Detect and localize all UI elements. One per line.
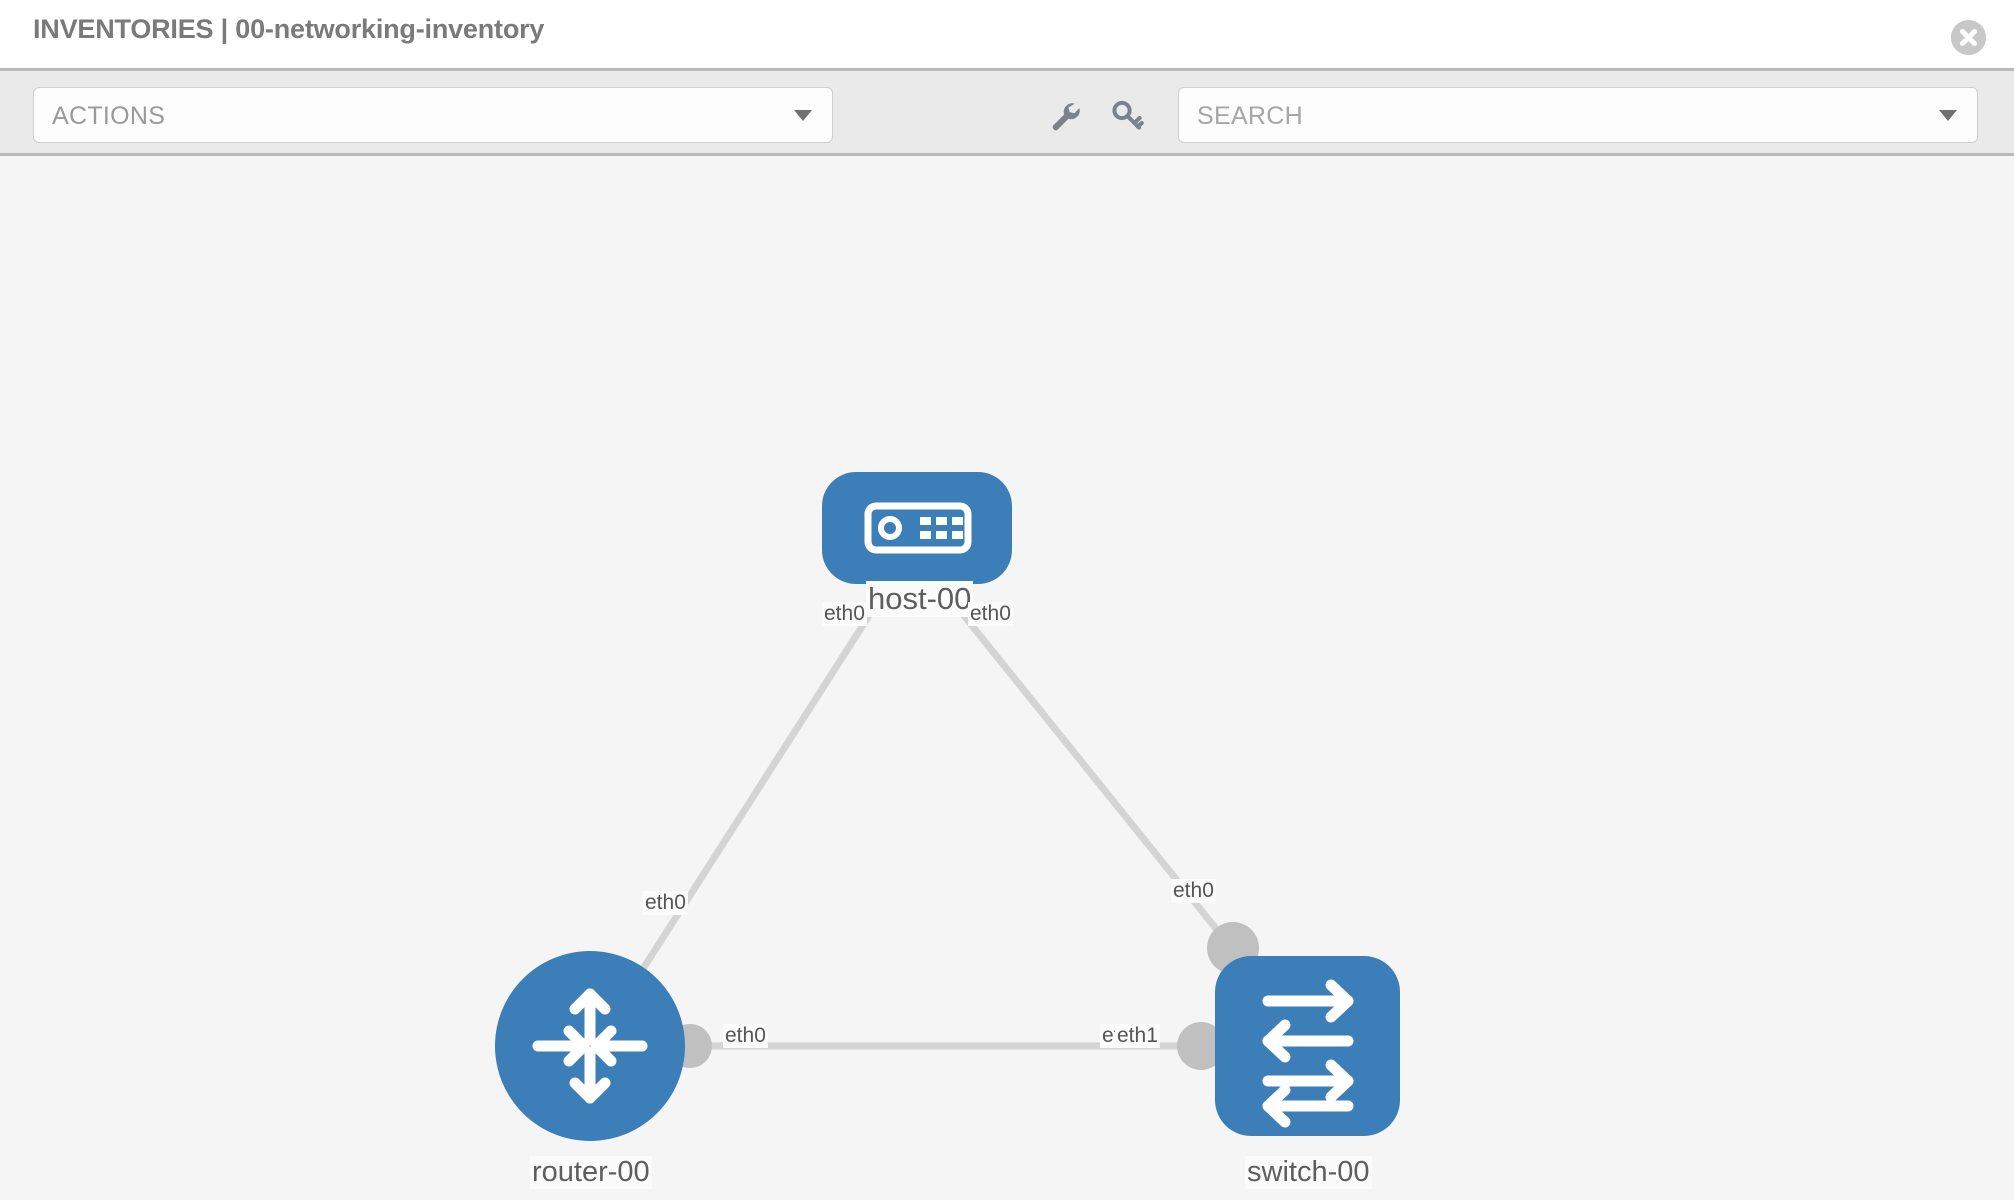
page-header: INVENTORIES | 00-networking-inventory	[0, 0, 2014, 68]
actions-dropdown-label: ACTIONS	[52, 102, 166, 130]
search-placeholder: SEARCH	[1197, 102, 1303, 130]
topology-canvas[interactable]: host-00 router-00 switch-00 eth0 eth0 et…	[0, 156, 2014, 1200]
interface-label-switch-upper: eth0	[1171, 879, 1216, 903]
server-icon	[864, 502, 972, 554]
toolbar: ACTIONS SEARCH	[0, 68, 2014, 156]
close-icon[interactable]	[1951, 20, 1986, 55]
wrench-icon[interactable]	[1046, 97, 1084, 135]
chevron-down-icon	[794, 110, 812, 121]
topology-node-router-00	[495, 951, 685, 1141]
interface-nubs	[668, 571, 1259, 1070]
topology-links	[597, 583, 1241, 1050]
node-label-switch-00: switch-00	[1245, 1156, 1372, 1189]
interface-label-host-right: eth0	[968, 602, 1013, 626]
actions-dropdown[interactable]: ACTIONS	[33, 87, 833, 143]
topology-node-switch-00	[1215, 956, 1400, 1136]
page-title: INVENTORIES | 00-networking-inventory	[33, 14, 545, 44]
interface-label-host-left: eth0	[822, 602, 867, 626]
interface-label-switch-left-b: eth1	[1115, 1024, 1160, 1048]
key-icon[interactable]	[1108, 97, 1146, 135]
interface-label-router-right: eth0	[723, 1024, 768, 1048]
router-arrows-icon	[532, 988, 648, 1104]
interface-label-router-upper: eth0	[643, 891, 688, 915]
node-label-router-00: router-00	[530, 1156, 652, 1189]
chevron-down-icon[interactable]	[1939, 110, 1957, 121]
switch-arrows-icon	[1262, 979, 1354, 1128]
topology-node-host-00	[822, 472, 1012, 584]
node-label-host-00: host-00	[866, 581, 974, 617]
search-input[interactable]: SEARCH	[1178, 87, 1978, 143]
